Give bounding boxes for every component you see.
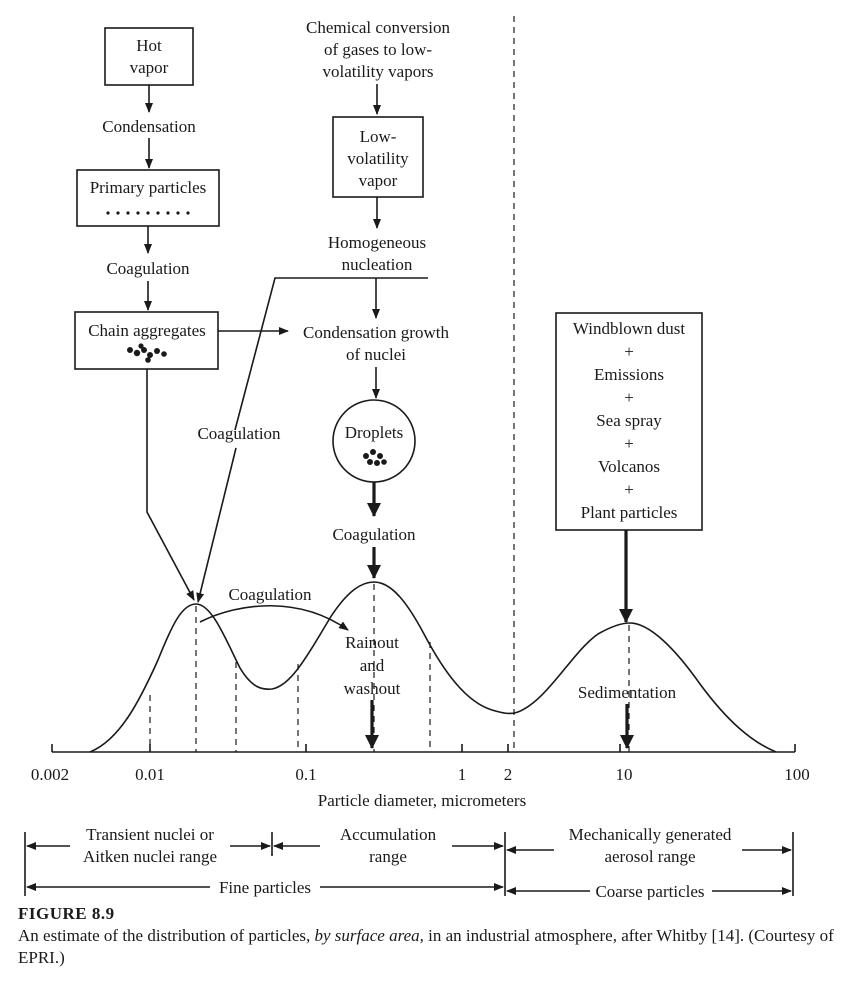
source-volcanos: Volcanos — [598, 457, 660, 476]
source-emissions: Emissions — [594, 365, 664, 384]
source-plant-particles: Plant particles — [581, 503, 678, 522]
rainout-line1: Rainout — [345, 633, 399, 652]
chain-aggregates-label: Chain aggregates — [88, 321, 206, 340]
coarse-particles-label: Coarse particles — [595, 882, 704, 900]
rainout-line2: and — [360, 656, 385, 675]
coagulation-label-curve: Coagulation — [228, 585, 312, 604]
primary-particles-box — [76, 169, 220, 227]
mechanical-range-line1: Mechanically generated — [569, 825, 732, 844]
transient-range-line1: Transient nuclei or — [86, 825, 214, 844]
hot-vapor-box — [104, 27, 194, 86]
tick-label-10: 10 — [616, 765, 633, 784]
particle-distribution-diagram: Hot vapor Condensation Primary particles… — [24, 16, 810, 900]
x-axis-title: Particle diameter, micrometers — [318, 791, 526, 810]
tick-label-100: 100 — [784, 765, 810, 784]
coagulation-label-left: Coagulation — [197, 424, 281, 443]
fine-particles-label: Fine particles — [219, 878, 311, 897]
caption-text-end: in an industrial atmosphere, after Whitb… — [18, 926, 834, 967]
tick-label-0p01: 0.01 — [135, 765, 165, 784]
low-volatility-line3: vapor — [359, 171, 398, 190]
line-nucleation-to-coagulation — [234, 277, 428, 431]
low-volatility-line1: Low- — [360, 127, 397, 146]
natural-sources-box — [555, 312, 703, 531]
chain-aggregates-cluster — [127, 343, 167, 363]
sedimentation-label: Sedimentation — [578, 683, 677, 702]
caption-text-start: An estimate of the distribution of parti… — [18, 926, 315, 945]
condensation-label: Condensation — [102, 117, 196, 136]
tick-label-0p1: 0.1 — [295, 765, 316, 784]
arrow-chain-to-nuclei-peak — [146, 369, 195, 601]
coagulation-label-middle: Coagulation — [332, 525, 416, 544]
arrow-coagulation-between-modes — [199, 605, 349, 631]
accumulation-range-line1: Accumulation — [340, 825, 437, 844]
tick-label-1: 1 — [458, 765, 467, 784]
chemical-conversion-line2: of gases to low- — [324, 40, 432, 59]
coagulation-label-upper: Coagulation — [106, 259, 190, 278]
source-windblown-dust: Windblown dust — [573, 319, 685, 338]
droplets-cluster — [363, 449, 387, 466]
low-volatility-line2: volatility — [347, 149, 409, 168]
source-plus-1: + — [624, 342, 634, 361]
tick-label-2: 2 — [504, 765, 513, 784]
source-plus-3: + — [624, 434, 634, 453]
condensation-growth-line2: of nuclei — [346, 345, 406, 364]
source-plus-2: + — [624, 388, 634, 407]
transient-range-line2: Aitken nuclei range — [83, 847, 217, 866]
homogeneous-nucleation-line1: Homogeneous — [328, 233, 426, 252]
droplets-label: Droplets — [345, 423, 404, 442]
chemical-conversion-line3: volatility vapors — [323, 62, 434, 81]
caption-text-italic: by surface area, — [314, 926, 424, 945]
primary-particles-dots — [106, 211, 190, 215]
tick-label-0p002: 0.002 — [31, 765, 69, 784]
x-axis-ticks — [51, 744, 796, 752]
source-sea-spray: Sea spray — [596, 411, 662, 430]
surface-area-distribution-curve — [89, 581, 777, 753]
figure-label: FIGURE 8.9 — [18, 904, 115, 923]
arrow-coagulation-to-nuclei-peak — [196, 447, 237, 603]
figure-caption-text: An estimate of the distribution of parti… — [18, 925, 848, 969]
hot-vapor-label-line1: Hot — [136, 36, 162, 55]
chemical-conversion-line1: Chemical conversion — [306, 18, 450, 37]
mechanical-range-line2: aerosol range — [604, 847, 695, 866]
condensation-growth-line1: Condensation growth — [303, 323, 449, 342]
figure-caption: FIGURE 8.9 An estimate of the distributi… — [18, 903, 848, 969]
low-volatility-vapor-box — [332, 116, 424, 198]
source-plus-4: + — [624, 480, 634, 499]
rainout-line3: washout — [344, 679, 401, 698]
accumulation-range-line2: range — [369, 847, 407, 866]
homogeneous-nucleation-line2: nucleation — [342, 255, 413, 274]
hot-vapor-label-line2: vapor — [130, 58, 169, 77]
primary-particles-label: Primary particles — [90, 178, 207, 197]
